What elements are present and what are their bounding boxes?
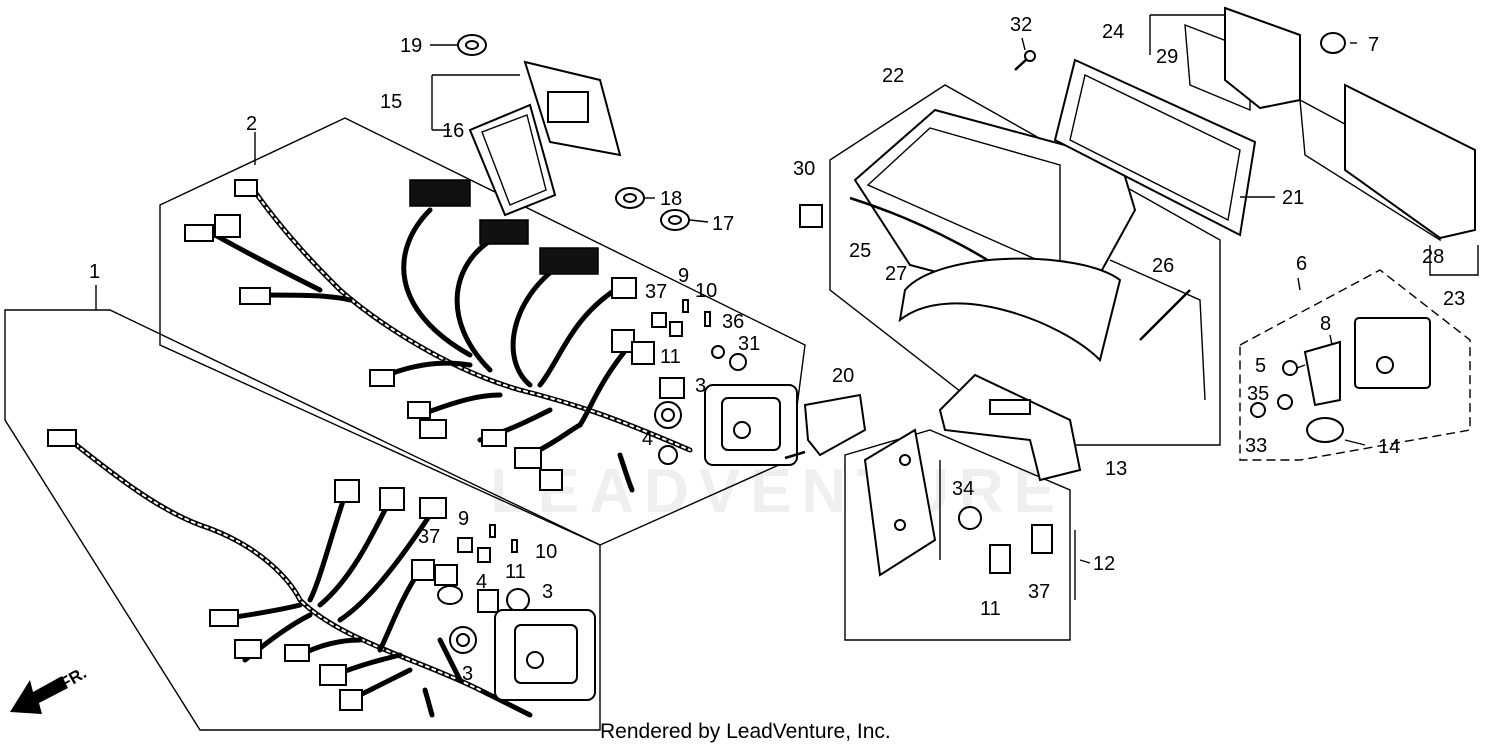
callout-16: 16 bbox=[442, 120, 464, 142]
callout-37: 37 bbox=[1028, 581, 1050, 603]
callout-11: 11 bbox=[505, 561, 526, 583]
callout-29: 29 bbox=[1156, 46, 1178, 68]
callout-34: 34 bbox=[952, 478, 974, 500]
leader-lines bbox=[95, 37, 1366, 564]
callout-19: 19 bbox=[400, 35, 422, 57]
callout-8: 8 bbox=[1320, 313, 1331, 335]
callout-20: 20 bbox=[832, 365, 854, 387]
callouts: 1 2 3 3 3 4 4 5 6 7 8 9 9 10 10 11 11 11… bbox=[89, 14, 1465, 685]
small-parts-left bbox=[457, 34, 867, 563]
callout-9: 9 bbox=[678, 265, 689, 287]
callout-37: 37 bbox=[418, 526, 440, 548]
callout-11: 11 bbox=[660, 346, 681, 368]
callout-35: 35 bbox=[1247, 383, 1269, 405]
meter-assembly bbox=[799, 6, 1476, 577]
callout-10: 10 bbox=[695, 280, 717, 302]
callout-12: 12 bbox=[1093, 553, 1115, 575]
callout-33: 33 bbox=[1245, 435, 1267, 457]
callout-31: 31 bbox=[738, 333, 760, 355]
callout-4: 4 bbox=[642, 428, 653, 450]
callout-5: 5 bbox=[1255, 355, 1266, 377]
callout-30: 30 bbox=[793, 158, 815, 180]
callout-3: 3 bbox=[462, 663, 473, 685]
callout-25: 25 bbox=[849, 240, 871, 262]
callout-22: 22 bbox=[882, 65, 904, 87]
front-direction-arrow: FR. bbox=[10, 663, 90, 714]
callout-28: 28 bbox=[1422, 246, 1444, 268]
wire-harness-lower bbox=[47, 429, 596, 718]
callout-18: 18 bbox=[660, 188, 682, 210]
callout-36: 36 bbox=[722, 311, 744, 333]
callout-13: 13 bbox=[1105, 458, 1127, 480]
callout-1: 1 bbox=[89, 261, 100, 283]
callout-27: 27 bbox=[885, 263, 907, 285]
callout-37: 37 bbox=[645, 281, 667, 303]
wire-harness-upper bbox=[184, 179, 798, 493]
callout-7: 7 bbox=[1368, 34, 1379, 56]
callout-10: 10 bbox=[535, 541, 557, 563]
callout-32: 32 bbox=[1010, 14, 1032, 36]
callout-17: 17 bbox=[712, 213, 734, 235]
callout-3: 3 bbox=[695, 375, 706, 397]
callout-15: 15 bbox=[380, 91, 402, 113]
callout-21: 21 bbox=[1282, 187, 1304, 209]
callout-2: 2 bbox=[246, 113, 257, 135]
credit-text: Rendered by LeadVenture, Inc. bbox=[600, 720, 891, 743]
callout-4: 4 bbox=[476, 571, 487, 593]
callout-11: 11 bbox=[980, 598, 1001, 620]
callout-26: 26 bbox=[1152, 255, 1174, 277]
callout-14: 14 bbox=[1378, 436, 1400, 458]
callout-3: 3 bbox=[542, 581, 553, 603]
callout-9: 9 bbox=[458, 508, 469, 530]
callout-6: 6 bbox=[1296, 253, 1307, 275]
callout-24: 24 bbox=[1102, 21, 1124, 43]
callout-23: 23 bbox=[1443, 288, 1465, 310]
